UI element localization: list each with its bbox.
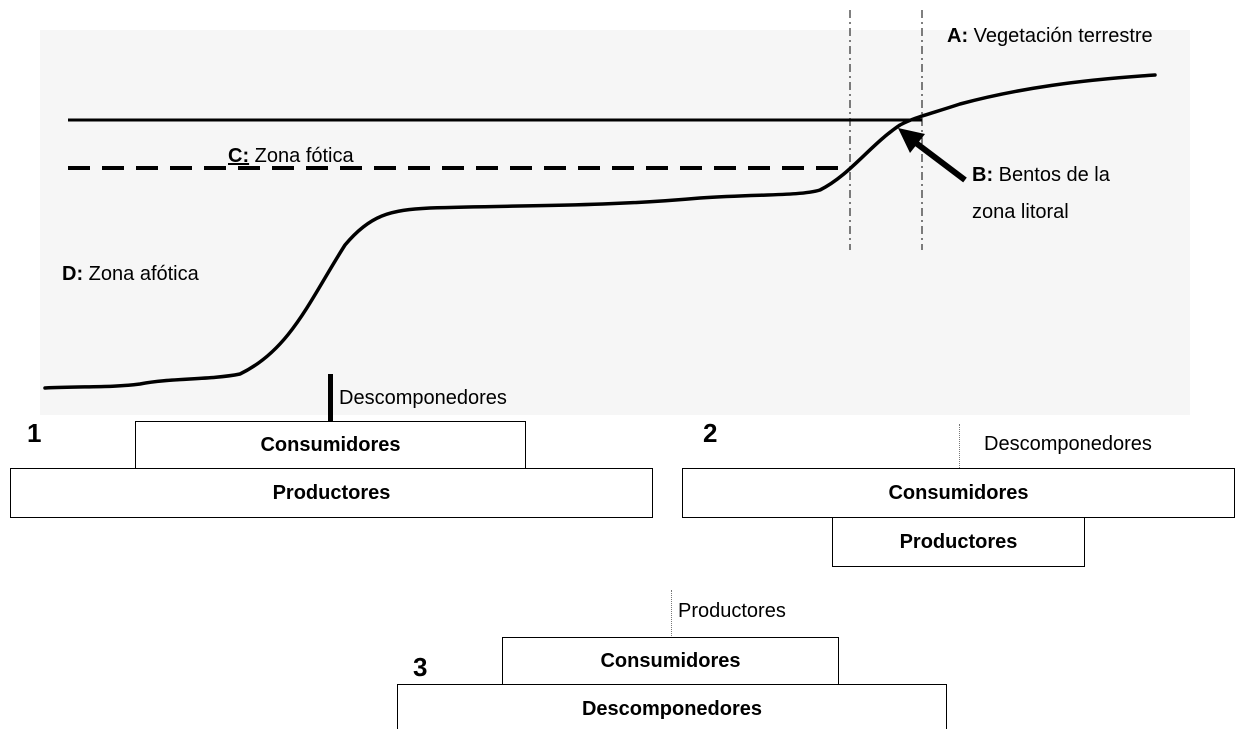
label-a: A: Vegetación terrestre: [947, 24, 1153, 48]
pyramid-1-top-label: Descomponedores: [339, 387, 507, 409]
pyramid-3-upper: Consumidores: [502, 637, 839, 685]
lake-profile-figure: [43, 10, 1157, 390]
bottom-profile-curve: [43, 73, 1157, 390]
pyramid-2-top-label: Descomponedores: [984, 433, 1152, 455]
pyramid-1-number: 1: [27, 418, 42, 448]
pyramid-2-decomposer-bar: [959, 424, 960, 468]
label-c-text: Zona fótica: [254, 145, 354, 167]
label-c: C: Zona fótica: [228, 144, 354, 168]
label-b-text-1: Bentos de la: [998, 164, 1110, 186]
pyramid-3-top-label: Productores: [678, 600, 786, 622]
label-a-key: A:: [947, 25, 969, 47]
label-b-key: B:: [972, 164, 994, 186]
pyramid-1-decomposer-bar: [328, 374, 333, 422]
label-b: B: Bentos de la: [972, 163, 1110, 187]
label-c-key: C:: [228, 145, 250, 167]
label-b-line2: zona litoral: [972, 201, 1069, 223]
label-d-text: Zona afótica: [88, 263, 199, 285]
arrow-b-head: [898, 128, 925, 153]
pyramid-3-lower: Descomponedores: [397, 684, 947, 729]
pyramid-3-number: 3: [413, 652, 428, 682]
pyramid-2-lower: Productores: [832, 517, 1085, 567]
pyramid-3-producer-bar: [671, 590, 672, 638]
pyramid-1-upper: Consumidores: [135, 421, 526, 469]
label-a-text: Vegetación terrestre: [973, 25, 1153, 47]
pyramid-2-number: 2: [703, 418, 718, 448]
arrow-b-shaft: [910, 137, 967, 183]
label-d: D: Zona afótica: [62, 262, 199, 286]
pyramid-2-upper: Consumidores: [682, 468, 1235, 518]
label-d-key: D:: [62, 263, 84, 285]
pyramid-1-lower: Productores: [10, 468, 653, 518]
